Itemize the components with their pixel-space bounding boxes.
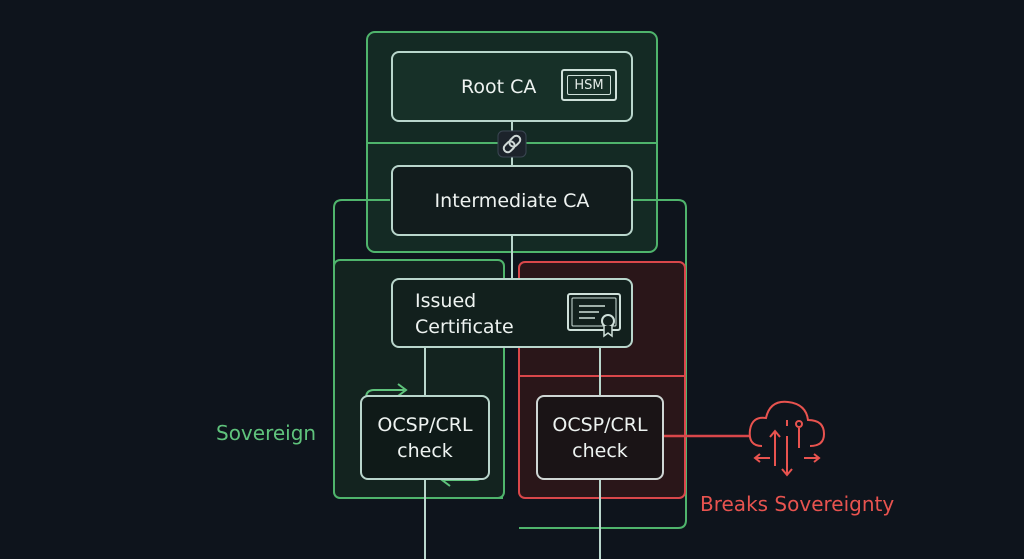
breaks-sovereignty-label: Breaks Sovereignty: [700, 492, 895, 516]
cloud-network-icon: [748, 400, 826, 477]
intermediate-ca-label: Intermediate CA: [434, 189, 590, 212]
ocsp-check-sovereign-node[interactable]: OCSP/CRL check: [360, 395, 490, 480]
intermediate-ca-node[interactable]: Intermediate CA: [391, 165, 633, 236]
sovereign-label: Sovereign: [216, 421, 317, 445]
hsm-icon: HSM: [561, 69, 617, 101]
certificate-icon: [567, 293, 621, 338]
ocsp-check-external-node[interactable]: OCSP/CRL check: [536, 395, 664, 480]
root-ca-label: Root CA: [461, 76, 537, 98]
ocsp-right-line1: OCSP/CRL: [552, 413, 648, 436]
issued-certificate-line1: Issued: [415, 290, 477, 312]
ocsp-right-line2: check: [572, 439, 628, 462]
issued-certificate-line2: Certificate: [415, 316, 514, 338]
ocsp-left-line2: check: [397, 439, 453, 462]
ocsp-left-line1: OCSP/CRL: [377, 413, 473, 436]
link-icon: [497, 130, 527, 158]
issued-certificate-node[interactable]: Issued Certificate: [391, 278, 633, 348]
hsm-label: HSM: [574, 77, 604, 93]
root-ca-node[interactable]: Root CA HSM: [391, 51, 633, 122]
